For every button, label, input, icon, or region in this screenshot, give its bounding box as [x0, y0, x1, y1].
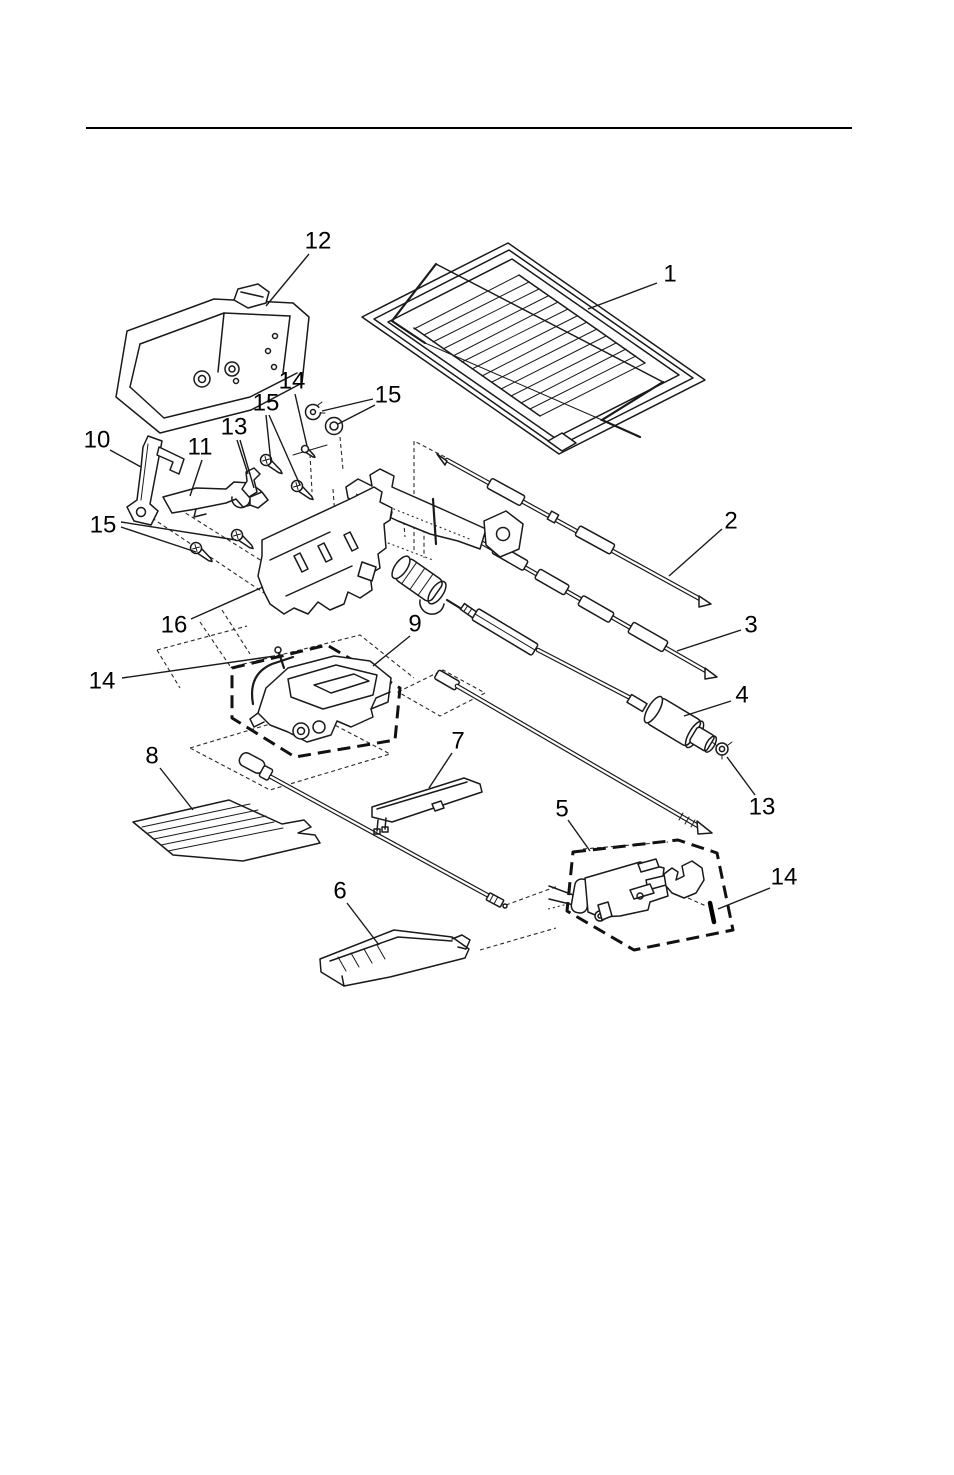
part-label-4: 4	[735, 682, 748, 709]
part-label-3: 3	[744, 612, 757, 639]
leader-line-13	[726, 756, 756, 796]
leader-line-15	[265, 414, 272, 464]
header-rule	[86, 127, 852, 129]
leader-line-9	[372, 635, 411, 667]
part-label-5: 5	[555, 796, 568, 823]
part-label-14: 14	[89, 668, 116, 695]
leader-line-14	[717, 887, 771, 910]
part-13-sensor-arms	[241, 467, 269, 509]
leader-line-11	[189, 459, 203, 497]
part-label-15: 15	[253, 390, 280, 417]
leader-line-15	[321, 398, 374, 412]
part-label-13: 13	[749, 794, 776, 821]
part-7-guide-strip	[371, 777, 483, 835]
part-5-latch-assembly	[548, 838, 735, 952]
leader-line-13	[236, 439, 249, 475]
leader-line-15	[337, 404, 376, 425]
leader-line-8	[159, 767, 194, 811]
part-16-frame	[257, 468, 524, 615]
e-clip	[304, 401, 327, 421]
leader-line-5	[567, 819, 591, 852]
part-2-feed-shaft	[436, 453, 712, 608]
part-8-ribbed-guide	[132, 799, 321, 862]
part-label-1: 1	[663, 261, 676, 288]
leader-line-14	[121, 655, 276, 679]
part-label-7: 7	[451, 728, 464, 755]
part-label-15: 15	[375, 382, 402, 409]
part-1-output-tray	[361, 242, 706, 455]
pin-14	[707, 900, 717, 925]
part-label-6: 6	[333, 878, 346, 905]
leader-line-10	[109, 449, 142, 468]
leader-line-6	[346, 902, 380, 946]
part-label-9: 9	[408, 611, 421, 638]
leader-line-13	[239, 439, 255, 489]
part-label-2: 2	[724, 508, 737, 535]
part-10-bail-lever	[126, 435, 185, 526]
leader-line-12	[265, 253, 310, 307]
feed-shaft-long	[434, 669, 713, 835]
leader-line-4	[683, 700, 732, 717]
part-label-11: 11	[188, 434, 213, 461]
part-label-8: 8	[145, 743, 158, 770]
part-label-14: 14	[279, 368, 306, 395]
part-label-15: 15	[90, 512, 117, 539]
part-label-10: 10	[84, 427, 111, 454]
part-label-16: 16	[161, 612, 188, 639]
part-label-14: 14	[771, 864, 798, 891]
part-label-13: 13	[221, 414, 248, 441]
leader-line-14	[294, 393, 308, 447]
part-9-holder-assembly	[230, 643, 402, 759]
leader-line-15	[120, 521, 237, 541]
washer	[324, 416, 344, 436]
leader-line-16	[190, 586, 264, 620]
part-label-12: 12	[305, 228, 332, 255]
leader-line-1	[587, 282, 658, 310]
leader-line-15	[268, 414, 301, 486]
tension-rod	[238, 752, 508, 909]
leader-line-7	[428, 752, 453, 789]
part-4-pickup-roller-shaft	[391, 555, 733, 760]
part-6-ribbed-wedge	[319, 929, 471, 987]
leader-line-15	[120, 526, 197, 553]
part-12-cover	[115, 283, 310, 434]
set-screw-14	[292, 444, 328, 459]
retaining-clip-13b	[711, 741, 733, 760]
leader-line-2	[668, 528, 723, 577]
leader-line-3	[676, 629, 742, 652]
